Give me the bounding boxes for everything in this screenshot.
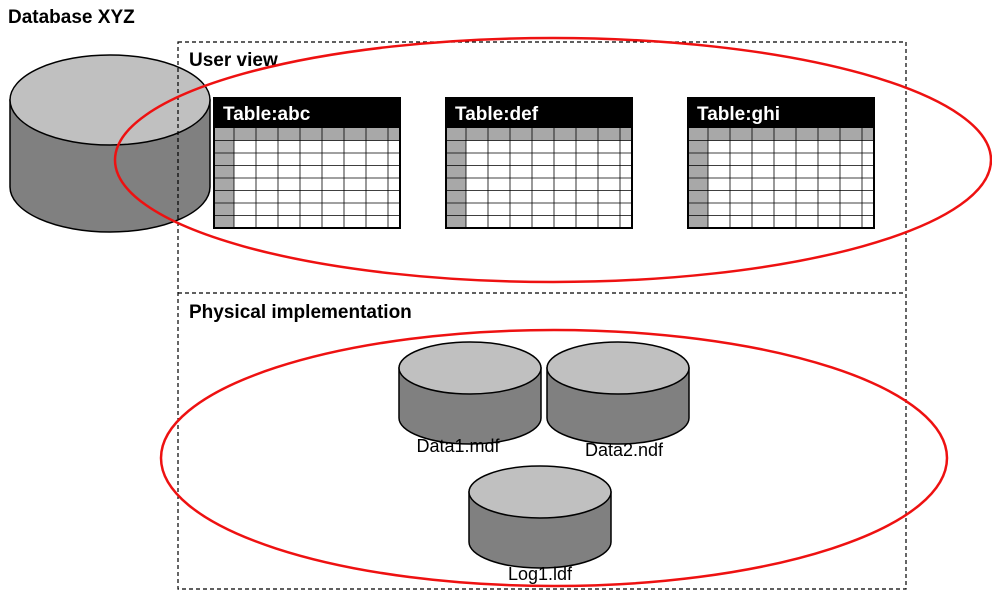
data-file-2: Data2.ndf: [546, 341, 690, 460]
table-column-header-row: [446, 128, 632, 141]
table-border: [213, 97, 401, 229]
file-cylinder-icon: [468, 465, 612, 569]
database-boundary: [177, 41, 907, 590]
table-3: Table:ghi: [687, 97, 875, 229]
database-cylinder-icon: [9, 54, 211, 233]
file-cylinder-icon: [546, 341, 690, 445]
user-view-highlight-ellipse: [113, 36, 992, 284]
file-label: Data1.mdf: [416, 436, 500, 456]
diagram-title: Database XYZ: [8, 7, 135, 28]
table-2: Table:def: [445, 97, 633, 229]
table-1: Table:abc: [213, 97, 401, 229]
table-header-bar: [214, 98, 400, 128]
table-title: Table:def: [455, 104, 539, 125]
table-column-header-row: [688, 128, 874, 141]
table-header-bar: [446, 98, 632, 128]
tables-group: Table:abc Table:def Table:ghi: [213, 97, 875, 229]
file-cylinder-icon: [398, 341, 542, 445]
physical-implementation-label: Physical implementation: [189, 302, 412, 323]
file-label: Data2.ndf: [585, 440, 664, 460]
physical-highlight-ellipse: [159, 328, 949, 588]
table-title: Table:abc: [223, 104, 311, 125]
table-border: [687, 97, 875, 229]
table-border: [445, 97, 633, 229]
file-label: Log1.ldf: [508, 564, 573, 584]
table-column-header-row: [214, 128, 400, 141]
data-file-3: Log1.ldf: [468, 465, 612, 584]
table-title: Table:ghi: [697, 104, 780, 125]
user-view-label: User view: [189, 50, 278, 71]
data-file-1: Data1.mdf: [398, 341, 542, 456]
table-header-bar: [688, 98, 874, 128]
